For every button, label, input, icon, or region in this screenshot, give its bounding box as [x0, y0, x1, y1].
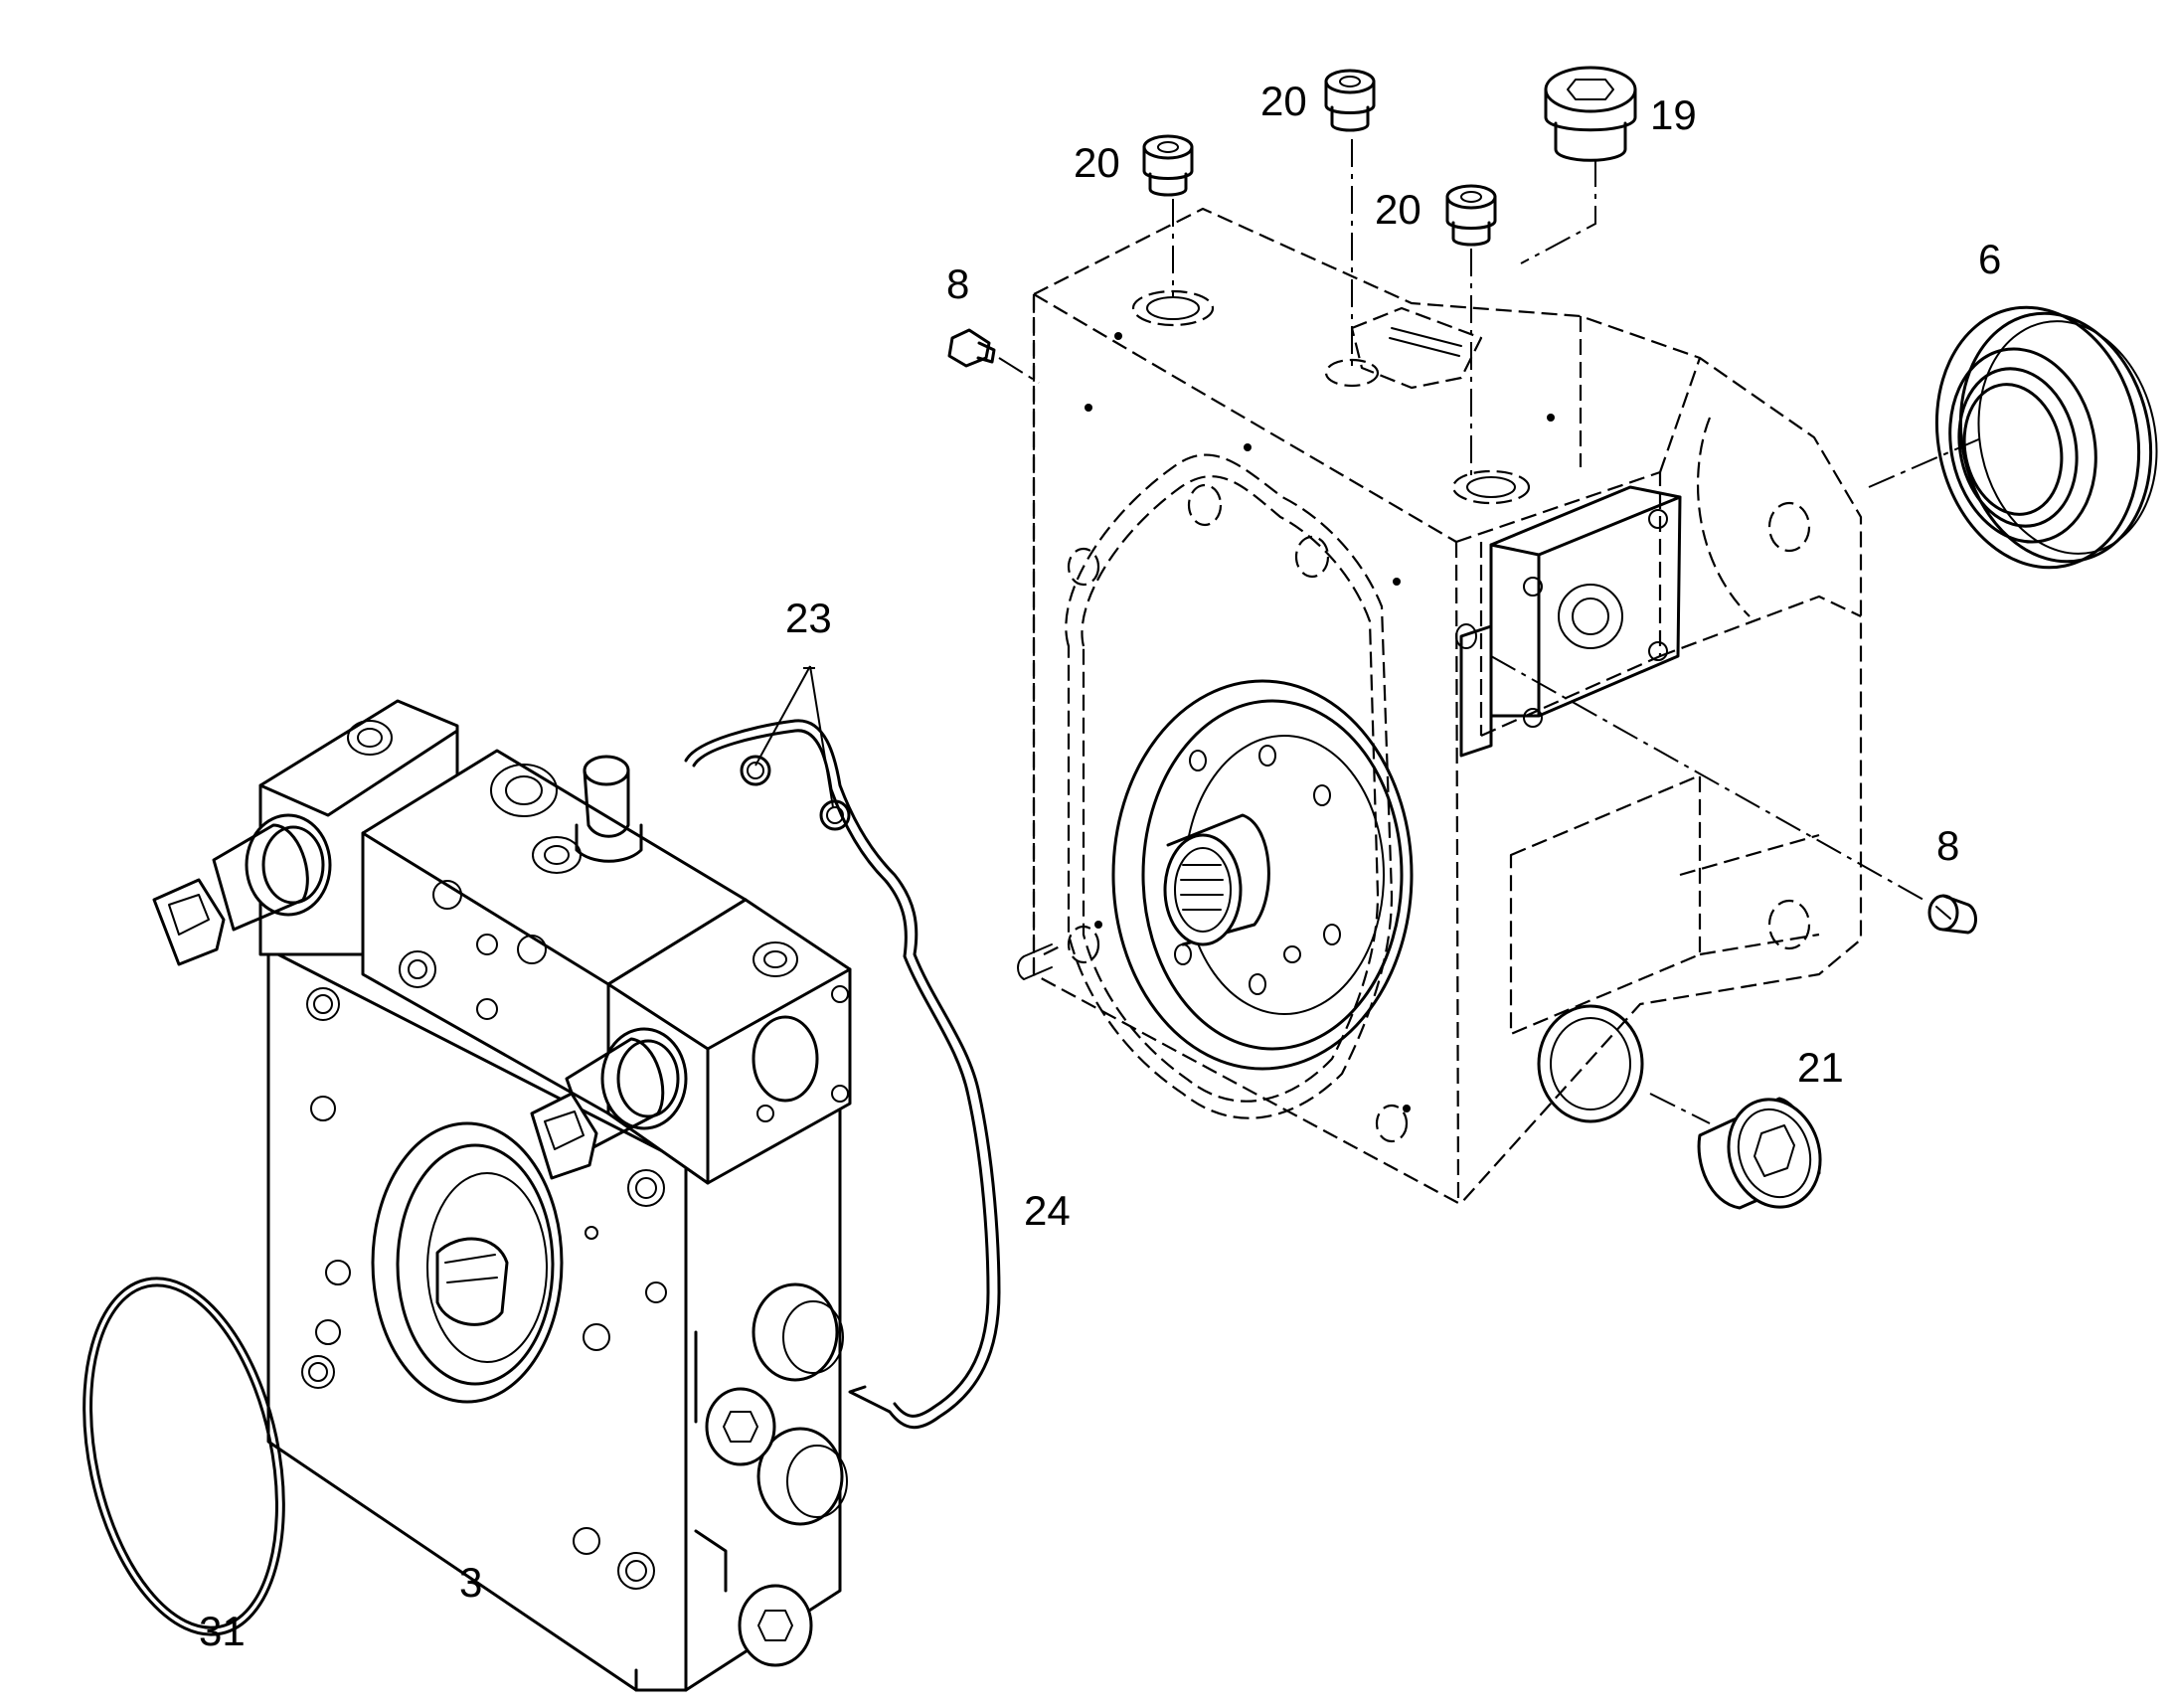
callout-3: 3 [459, 1559, 482, 1606]
callout-20-left: 20 [1074, 139, 1120, 186]
o-ring-23-b [819, 799, 851, 831]
screw-8-top [947, 328, 996, 368]
leader-lines [754, 665, 834, 808]
plug-21 [1697, 1097, 1822, 1210]
o-ring-31 [83, 1277, 285, 1636]
o-ring-31-inner [89, 1283, 278, 1629]
callout-8-top: 8 [946, 260, 969, 307]
solenoid-right [530, 1027, 688, 1180]
plug-20-center [1324, 69, 1376, 132]
control-cover [1455, 485, 1682, 758]
o-ring-24-inner [692, 729, 990, 1418]
callout-21: 21 [1797, 1044, 1844, 1091]
port-21-inner [1550, 1017, 1631, 1110]
callout-19: 19 [1650, 91, 1697, 138]
plug-19 [1544, 66, 1637, 162]
shaft-seal-6 [1934, 305, 2158, 570]
screw-8-right [1927, 894, 1977, 935]
callout-24: 24 [1024, 1187, 1071, 1234]
solenoid-left [152, 813, 332, 966]
o-ring-23-a-inner [747, 762, 764, 779]
callout-31: 31 [199, 1608, 246, 1654]
o-ring-23-b-inner [826, 806, 844, 824]
callout-20-right: 20 [1375, 186, 1421, 233]
port-21 [1537, 1004, 1644, 1123]
callout-20-center: 20 [1260, 78, 1307, 124]
callout-6: 6 [1978, 236, 2001, 282]
drive-shaft-assembly [1111, 679, 1414, 1071]
assembly-lines [998, 139, 1984, 1124]
pump-housing [1017, 207, 1863, 1205]
callout-23: 23 [785, 595, 832, 641]
plug-20-right [1445, 184, 1497, 247]
plug-20-left [1142, 134, 1194, 197]
callout-8-right: 8 [1936, 822, 1959, 869]
o-ring-23-a [740, 755, 771, 786]
